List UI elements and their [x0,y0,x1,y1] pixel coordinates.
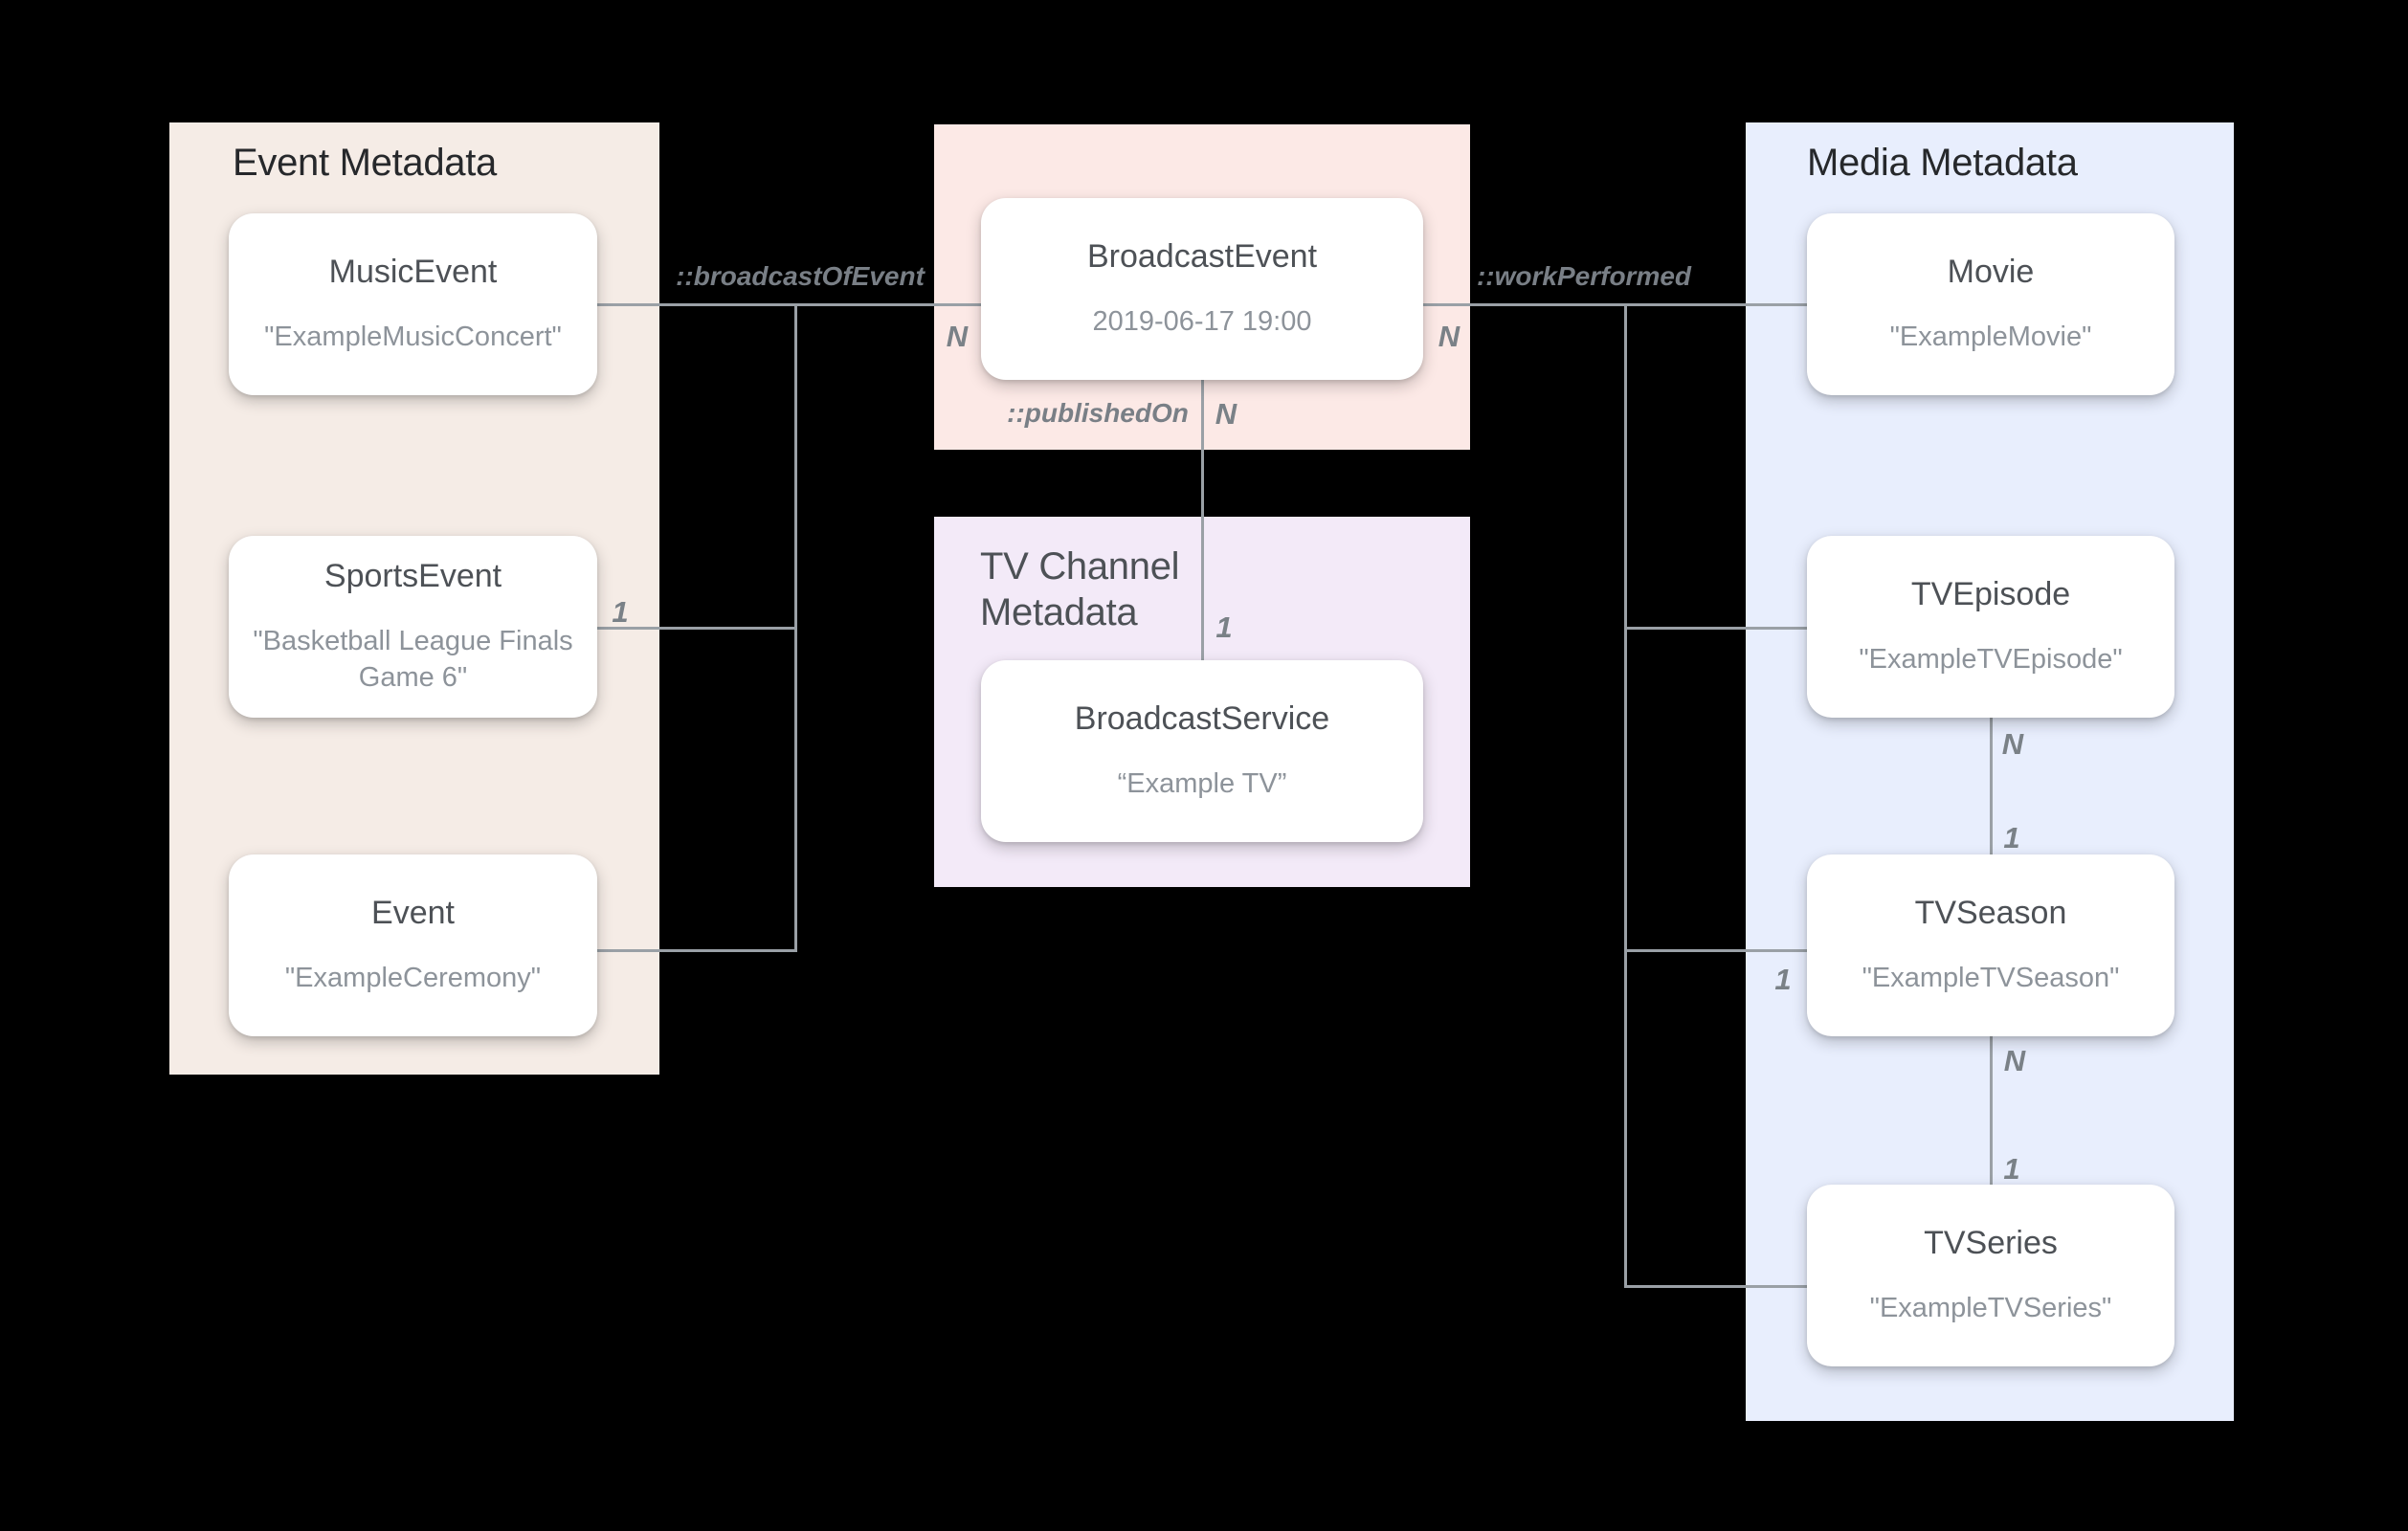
tvseries-card: TVSeries "ExampleTVSeries" [1807,1185,2174,1366]
card-title: BroadcastEvent [1086,237,1318,275]
musicevent-card: MusicEvent "ExampleMusicConcert" [229,213,597,395]
cardinality-season-series-1: 1 [2003,1152,2020,1186]
card-subtitle: "ExampleMusicConcert" [264,321,562,352]
tv-channel-metadata-title: TV Channel Metadata [980,545,1180,633]
movie-card: Movie "ExampleMovie" [1807,213,2174,395]
card-title: Movie [1947,253,2035,290]
card-subtitle: "Basketball League Finals Game 6" [253,625,573,693]
card-subtitle: "ExampleTVEpisode" [1859,643,2123,675]
event-metadata-title: Event Metadata [233,142,497,184]
card-subtitle: "ExampleMovie" [1889,321,2092,352]
connector-musicevent-broadcastevent [597,303,981,306]
broadcastevent-card: BroadcastEvent 2019-06-17 19:00 [981,198,1423,380]
card-title: TVSeason [1914,894,2067,931]
event-card: Event "ExampleCeremony" [229,854,597,1036]
cardinality-broadcastofevent-n: N [946,320,969,353]
connector-tvseason [1624,949,1807,952]
card-title: SportsEvent [323,557,502,594]
card-title: TVEpisode [1910,575,2071,612]
relation-label-broadcastofevent: ::broadcastOfEvent [676,261,925,291]
connector-sportsevent [597,627,797,630]
connector-event [597,949,797,952]
card-subtitle: "ExampleCeremony" [284,962,542,993]
cardinality-workperformed-n: N [1438,320,1460,353]
tvepisode-card: TVEpisode "ExampleTVEpisode" [1807,536,2174,718]
card-subtitle: "ExampleTVSeries" [1869,1292,2112,1323]
card-title: MusicEvent [328,253,498,290]
broadcastservice-card: BroadcastService “Example TV” [981,660,1423,842]
connector-tvseason-tvseries [1990,1036,1993,1185]
cardinality-publishedon-n: N [1215,397,1237,431]
card-title: BroadcastService [1074,699,1330,737]
card-title: TVSeries [1924,1224,2058,1261]
card-subtitle: 2019-06-17 19:00 [1092,305,1312,337]
relation-label-workperformed: ::workPerformed [1476,261,1692,291]
cardinality-season-series-n: N [2003,1044,2026,1077]
cardinality-episode-season-n: N [2001,727,2024,761]
connector-bus-right [1624,303,1627,1288]
connector-publishedon [1201,380,1204,660]
cardinality-publishedon-1: 1 [1215,610,1233,644]
connector-tvepisode-tvseason [1990,718,1993,854]
card-title: Event [371,894,455,931]
cardinality-tvseason-1: 1 [1774,963,1792,996]
cardinality-sportsevent-1: 1 [612,595,629,629]
cardinality-episode-season-1: 1 [2003,821,2020,854]
relation-label-publishedon: ::publishedOn [1007,398,1189,428]
card-subtitle: “Example TV” [1117,767,1287,799]
sportsevent-card: SportsEvent "Basketball League Finals Ga… [229,536,597,718]
connector-tvepisode [1624,627,1807,630]
media-metadata-title: Media Metadata [1807,142,2078,184]
connector-tvseries [1624,1285,1807,1288]
connector-broadcastevent-movie [1423,303,1807,306]
tvseason-card: TVSeason "ExampleTVSeason" [1807,854,2174,1036]
card-subtitle: "ExampleTVSeason" [1862,962,2120,993]
